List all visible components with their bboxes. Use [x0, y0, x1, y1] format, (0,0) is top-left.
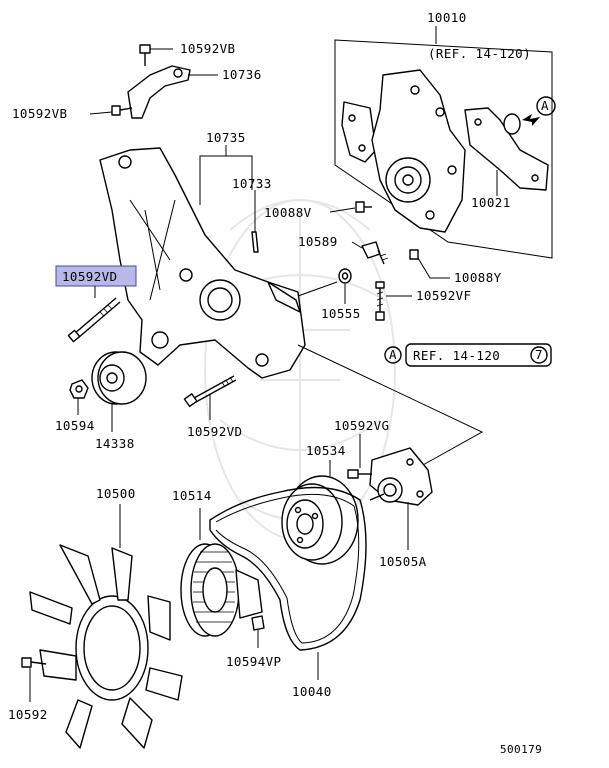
label-group-10735: 10735 10733	[199, 130, 272, 253]
water-pump-group: A 10010 (REF. 14-120) 10021	[334, 10, 556, 259]
label-10592vd-highlight[interactable]: 10592VD	[62, 269, 117, 284]
bolt-10592vb-top	[139, 44, 151, 54]
pump-gasket-right	[464, 107, 549, 191]
label-10021: 10021	[471, 195, 511, 210]
bolt-10592vd-upper	[67, 286, 121, 343]
tensioner-10505a: 10505A 10592VG	[334, 418, 433, 569]
nut-10594: 10594	[55, 379, 95, 433]
label-10733: 10733	[232, 176, 272, 191]
label-10594vp: 10594VP	[226, 654, 281, 669]
right-fasteners: 10088V 10589 10088Y 10555 10592VF	[264, 201, 502, 321]
bolt-10592vd-lower: 10592VD	[183, 375, 242, 439]
label-10736: 10736	[222, 67, 262, 82]
diagram-number: 500179	[500, 743, 542, 756]
v-belt-10040: 10040	[209, 486, 367, 699]
label-10735: 10735	[206, 130, 246, 145]
ref-a-circle-icon	[536, 96, 556, 116]
ref-a-circle-icon-2	[384, 346, 402, 364]
ref-number-circle-icon	[530, 346, 548, 364]
bolt-10592-head	[21, 657, 32, 668]
o-ring	[503, 113, 521, 135]
top-bolts: 10592VB 10736 10592VB	[12, 41, 262, 121]
water-pump-group-frame	[334, 39, 553, 259]
label-10505a: 10505A	[379, 554, 427, 569]
label-10088y: 10088Y	[454, 270, 502, 285]
label-10592vf: 10592VF	[416, 288, 471, 303]
label-ref-number: 7	[535, 347, 543, 362]
ref-a-label: A	[541, 98, 549, 113]
label-10592vg: 10592VG	[334, 418, 389, 433]
stud-10592vf	[375, 281, 385, 289]
ref-box	[405, 343, 552, 367]
label-10514: 10514	[172, 488, 212, 503]
engine-front-bracket	[99, 65, 306, 379]
label-14338: 14338	[95, 436, 135, 451]
upper-bracket	[127, 65, 191, 119]
ref-arrow-icon	[522, 114, 540, 126]
label-10555: 10555	[321, 306, 361, 321]
bolt-10592vg	[347, 469, 359, 479]
bolt-10088y	[409, 249, 419, 260]
cooling-fan-10500: 10500	[29, 486, 183, 749]
crank-pulley-10534: 10534	[281, 443, 359, 565]
label-10592vd: 10592VD	[187, 424, 242, 439]
nut-10594vp	[251, 615, 265, 631]
label-10500: 10500	[96, 486, 136, 501]
front-case-housing	[99, 147, 306, 379]
label-10594: 10594	[55, 418, 95, 433]
highlighted-part-10592vd[interactable]: 10592VD	[55, 265, 137, 287]
label-10592vb-top: 10592VB	[180, 41, 235, 56]
label-10010: 10010	[427, 10, 467, 25]
bolt-10088v	[355, 201, 365, 213]
label-10589: 10589	[298, 234, 338, 249]
bolt-10592vb-left	[111, 105, 121, 116]
ref-a-label-2: A	[389, 347, 397, 362]
label-10592: 10592	[8, 707, 48, 722]
label-ref-14-120: (REF. 14-120)	[428, 46, 531, 61]
pin-10733	[251, 231, 259, 253]
pump-gasket-left	[341, 101, 377, 163]
bolt-10592: 10592	[8, 657, 48, 722]
label-10088v: 10088V	[264, 205, 312, 220]
leader-line-housing	[297, 344, 484, 476]
water-pump-body	[371, 69, 466, 233]
label-10040: 10040	[292, 684, 332, 699]
fan-clutch-10514: 10514 10594VP	[172, 488, 281, 669]
ref-callout-14-120: A REF. 14-120 7	[384, 343, 552, 367]
idler-pulley-14338: 14338	[91, 351, 147, 451]
label-ref-14-120-box: REF. 14-120	[413, 348, 500, 363]
label-10534: 10534	[306, 443, 346, 458]
highlight-box[interactable]	[55, 265, 137, 287]
label-10592vb-left: 10592VB	[12, 106, 67, 121]
